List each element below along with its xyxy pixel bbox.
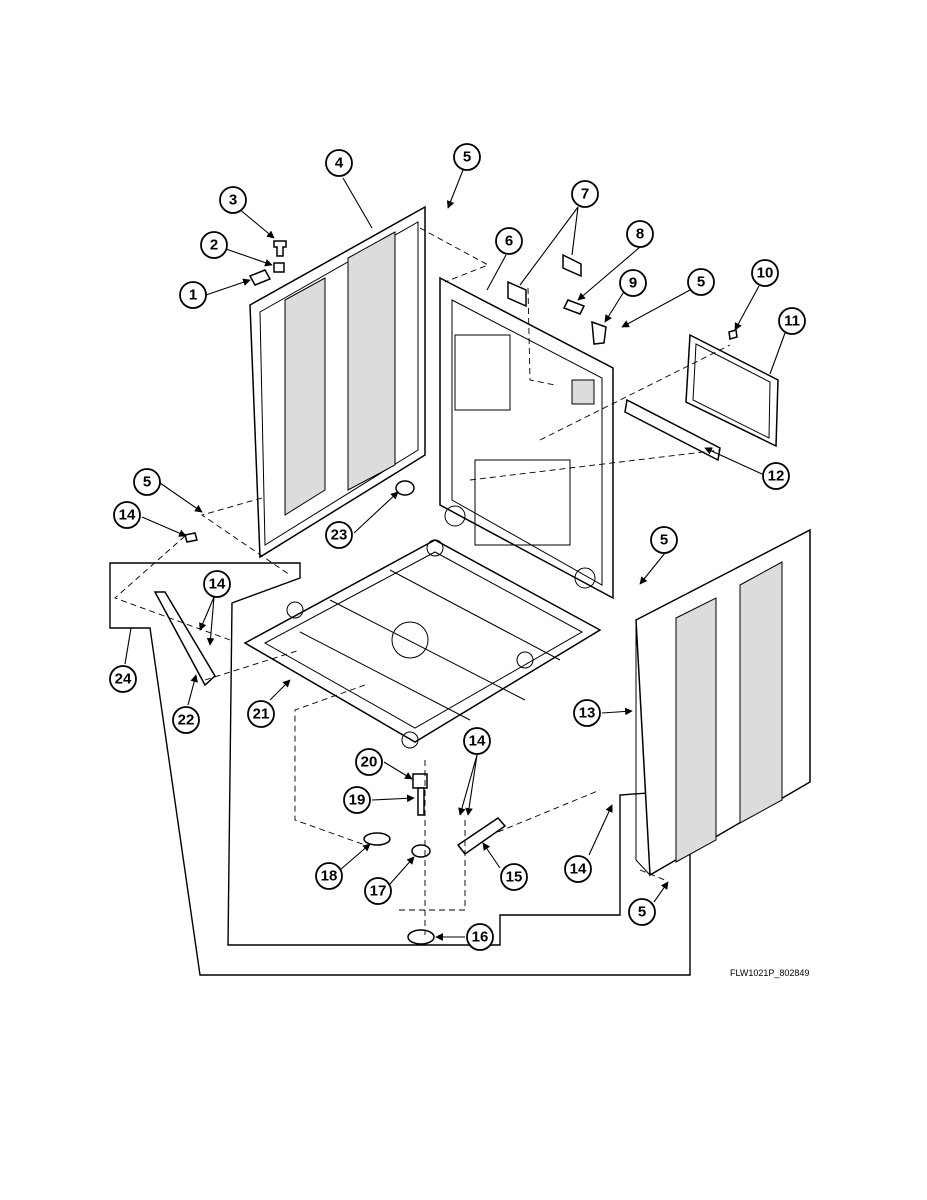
callout-1: 1 — [179, 281, 207, 309]
base-frame — [243, 539, 602, 749]
svg-text:14: 14 — [119, 507, 136, 524]
svg-text:15: 15 — [506, 869, 523, 886]
part-18-pad — [363, 832, 391, 846]
svg-text:9: 9 — [629, 275, 637, 292]
svg-text:4: 4 — [335, 155, 344, 172]
callout-14-left: 14 — [113, 501, 141, 529]
figure-code: FLW1021P_802849 — [730, 968, 810, 978]
svg-text:6: 6 — [505, 233, 513, 250]
trim-strip — [624, 398, 721, 462]
svg-text:14: 14 — [570, 861, 587, 878]
callout-21: 21 — [247, 700, 275, 728]
part-14-screw-a — [184, 532, 198, 543]
callout-12: 12 — [762, 462, 790, 490]
svg-text:5: 5 — [143, 474, 151, 491]
callout-5-right-top: 5 — [687, 268, 715, 296]
callout-2: 2 — [200, 231, 228, 259]
callout-24: 24 — [109, 665, 137, 693]
right-side-panel — [635, 528, 811, 877]
part-17-spacer — [411, 844, 431, 858]
callout-5-top: 5 — [453, 143, 481, 171]
alignment-lines — [114, 227, 731, 935]
right-leg-brace — [456, 817, 507, 856]
svg-text:2: 2 — [210, 237, 218, 254]
part-2-bushing — [273, 262, 285, 273]
part-7-label — [507, 280, 527, 308]
svg-text:8: 8 — [636, 226, 644, 243]
part-23-plug — [395, 480, 415, 496]
svg-text:23: 23 — [331, 527, 348, 544]
left-leg-brace — [153, 591, 216, 687]
left-side-panel — [249, 205, 426, 559]
part-20-nut — [412, 773, 428, 789]
svg-text:22: 22 — [178, 712, 195, 729]
part-10-screw — [728, 329, 738, 340]
part-7-label-b — [562, 253, 582, 278]
callout-11: 11 — [778, 307, 806, 335]
part-9-hinge — [591, 320, 607, 345]
callout-17: 17 — [364, 877, 392, 905]
assembly-outline — [109, 562, 691, 976]
svg-text:20: 20 — [361, 754, 378, 771]
svg-text:14: 14 — [209, 576, 226, 593]
svg-text:3: 3 — [229, 192, 237, 209]
svg-text:18: 18 — [321, 868, 338, 885]
svg-text:21: 21 — [253, 706, 270, 723]
callout-8: 8 — [626, 220, 654, 248]
svg-text:11: 11 — [784, 313, 800, 330]
callout-7: 7 — [571, 180, 599, 208]
svg-text:17: 17 — [370, 883, 387, 900]
svg-text:14: 14 — [469, 733, 486, 750]
callout-5-bottom: 5 — [628, 898, 656, 926]
svg-text:10: 10 — [757, 265, 774, 282]
callout-10: 10 — [751, 259, 779, 287]
svg-text:5: 5 — [660, 532, 668, 549]
callout-14-brace: 14 — [203, 570, 231, 598]
callout-3: 3 — [219, 186, 247, 214]
part-19-bolt — [417, 787, 425, 816]
callout-9: 9 — [619, 269, 647, 297]
svg-text:24: 24 — [115, 671, 132, 688]
svg-text:5: 5 — [463, 149, 471, 166]
part-16-foot — [407, 929, 435, 945]
callout-18: 18 — [315, 862, 343, 890]
callout-6: 6 — [495, 227, 523, 255]
svg-text:1: 1 — [189, 287, 197, 304]
leader-lines — [124, 169, 786, 941]
callout-15: 15 — [500, 863, 528, 891]
svg-text:16: 16 — [472, 929, 489, 946]
callout-5-left: 5 — [133, 468, 161, 496]
svg-text:5: 5 — [697, 274, 705, 291]
callout-14-center: 14 — [463, 727, 491, 755]
svg-text:5: 5 — [638, 904, 646, 921]
svg-text:19: 19 — [349, 792, 366, 809]
callout-16: 16 — [466, 923, 494, 951]
callout-22: 22 — [172, 706, 200, 734]
callout-14-right: 14 — [564, 855, 592, 883]
callout-23: 23 — [325, 521, 353, 549]
callout-13: 13 — [573, 699, 601, 727]
rear-panel — [439, 276, 614, 600]
svg-text:7: 7 — [581, 186, 589, 203]
callout-19: 19 — [343, 786, 371, 814]
callout-5-right-mid: 5 — [650, 526, 678, 554]
part-1-cap — [248, 269, 272, 286]
svg-text:13: 13 — [579, 705, 596, 722]
access-panel — [685, 333, 779, 448]
part-8-clip — [562, 299, 586, 315]
part-3-screw — [273, 240, 287, 257]
callout-20: 20 — [355, 748, 383, 776]
svg-text:12: 12 — [768, 468, 785, 485]
callout-4: 4 — [325, 149, 353, 177]
